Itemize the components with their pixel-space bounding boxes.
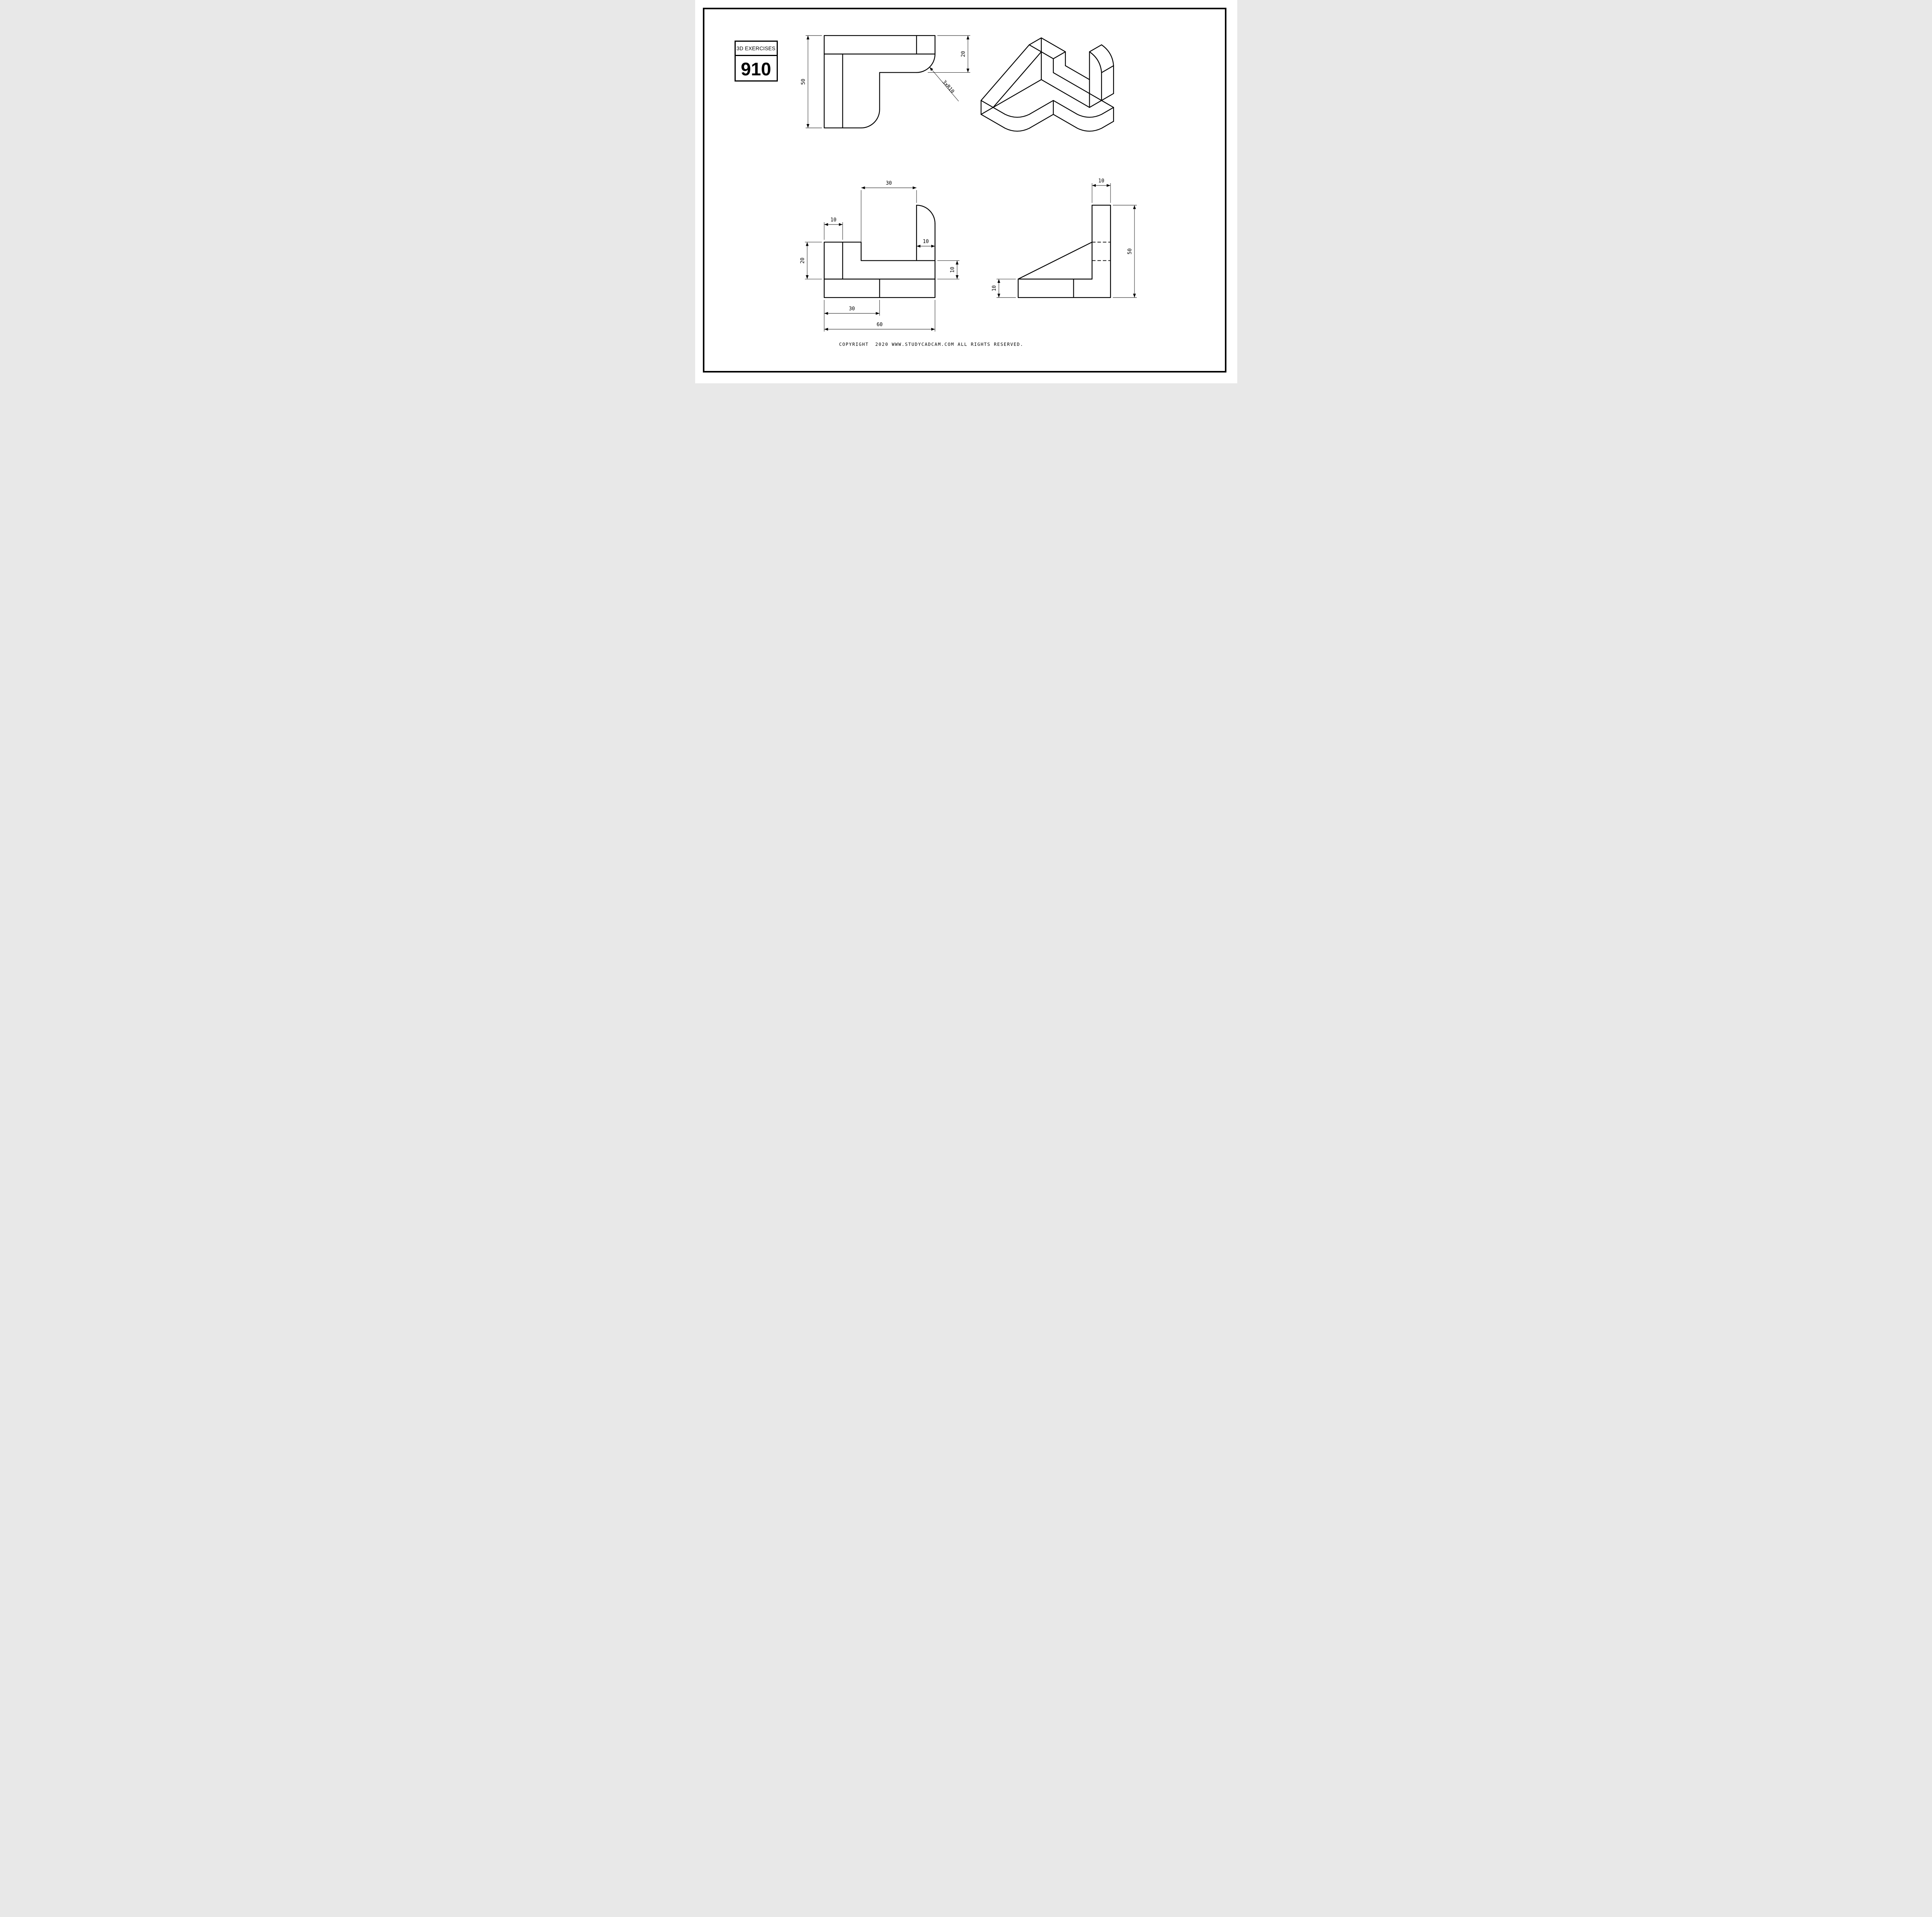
iso-block-front-top: [1029, 44, 1066, 60]
top-view-inner-edge: [879, 72, 917, 110]
front-view-hook-arc: [916, 204, 935, 224]
iso-gusset-diagonal-outer: [980, 44, 1030, 101]
copyright-text: COPYRIGHT 2020 WWW.STUDYCADCAM.COM ALL R…: [839, 342, 1024, 347]
extension-line: [1112, 205, 1137, 298]
dim-label-hook-gap: 10: [950, 267, 956, 273]
dim-label-base-height: 10: [992, 285, 997, 291]
iso-bench-right-bottom: [1088, 100, 1102, 108]
iso-plate-verticals: [980, 100, 1114, 122]
dim-label-base-total: 60: [876, 322, 883, 328]
dim-label-notch: 30: [886, 180, 892, 186]
dim-label-gusset: 10: [830, 217, 837, 223]
sheet-border: [702, 8, 1226, 373]
dim-label-base-left: 30: [849, 306, 855, 312]
dim-label-wall-width: 10: [1098, 178, 1104, 184]
top-view-outline: [823, 35, 862, 129]
top-view-outline: [823, 35, 935, 54]
side-view-gusset-diagonal: [1017, 242, 1092, 280]
iso-hook-top-left: [1088, 44, 1102, 53]
top-view: 50 20 3xR10: [801, 35, 970, 129]
side-view-plate: [1017, 279, 1111, 298]
dim-label-hook-width: 10: [923, 239, 929, 245]
top-view-fillet-arm: [860, 109, 880, 129]
iso-gusset-diagonal-inner: [992, 51, 1042, 108]
title-block: 3D EXERCISES 910: [734, 41, 778, 82]
iso-hook-top-right: [1101, 65, 1114, 73]
extension-line: [937, 260, 959, 279]
front-view-outline: [823, 223, 935, 298]
isometric-view: [980, 37, 1114, 132]
extension-line: [861, 190, 917, 258]
iso-bench-bottom-left: [1041, 79, 1054, 87]
dim-label-fillet: 3xR10: [941, 79, 955, 95]
extension-line: [996, 279, 1016, 298]
side-view: 10 50 10: [992, 178, 1137, 298]
extension-line: [1092, 183, 1111, 203]
dim-label-wall-height: 20: [800, 258, 806, 264]
dim-label-strip-depth: 20: [961, 51, 966, 57]
iso-hook-front-arc: [1088, 51, 1102, 73]
dim-label-depth: 50: [801, 79, 806, 85]
dim-label-total-height: 50: [1127, 248, 1133, 255]
drawing-canvas: 50 20 3xR10 30 10: [800, 35, 1137, 332]
iso-hook-back-arc: [1101, 44, 1114, 66]
extension-line: [804, 242, 822, 279]
iso-bench-back-top: [1065, 65, 1090, 80]
leader-line: [929, 67, 959, 102]
drawing-sheet: 3D EXERCISES 910 50 20: [695, 0, 1237, 383]
extension-line: [824, 300, 935, 332]
iso-hook-bottom: [1088, 93, 1114, 101]
iso-bench-front-bottom: [1053, 86, 1090, 108]
title-series: 3D EXERCISES: [735, 42, 777, 56]
extension-line: [927, 35, 970, 73]
title-number: 910: [741, 58, 771, 79]
iso-block-verticals: [1053, 51, 1066, 73]
iso-plate-left-bottom: [980, 79, 1042, 115]
top-view-fillet-strip: [916, 53, 935, 73]
extension-line: [805, 35, 822, 128]
extension-line: [824, 222, 843, 240]
iso-plate-top: [980, 100, 1114, 118]
iso-block-top-back: [1029, 37, 1066, 53]
front-view: 30 10 20 10 10 30 60: [800, 180, 959, 332]
iso-bench-front-top: [1053, 72, 1090, 94]
